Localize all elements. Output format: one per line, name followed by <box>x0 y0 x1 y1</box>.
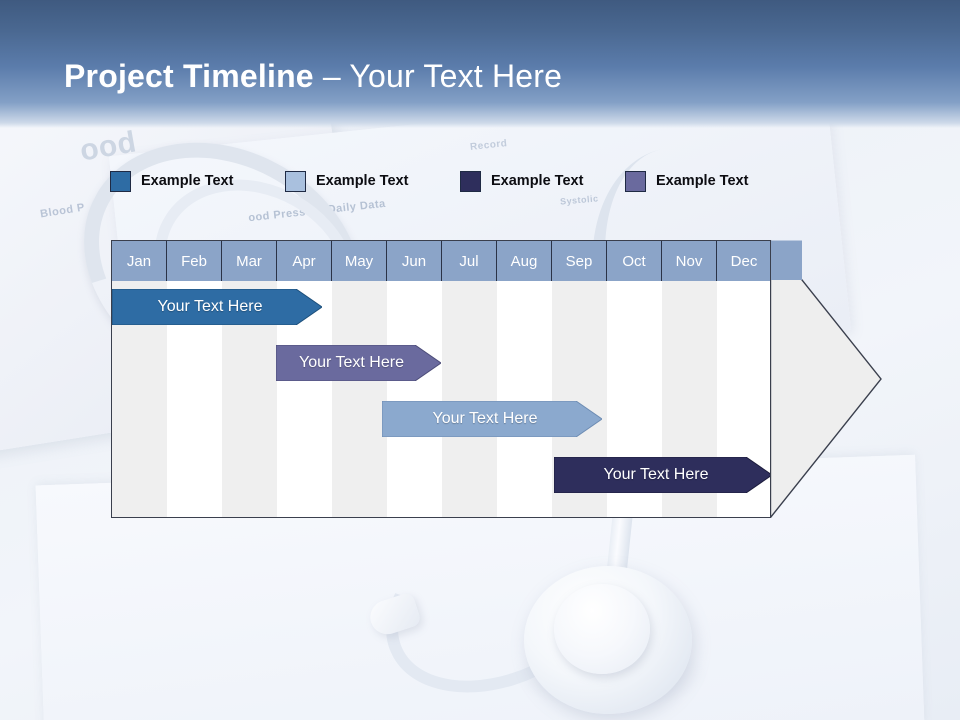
legend-item-2: Example Text <box>285 168 408 194</box>
legend-swatch-icon <box>110 170 131 192</box>
timeline-column-feb <box>167 241 222 517</box>
page-title-light: Your Text Here <box>349 58 563 94</box>
task-bar-arrow-shape <box>554 457 770 493</box>
legend: Example Text Example Text Example Text Exam… <box>110 168 830 194</box>
task-bar-label: Your Text Here <box>299 354 404 371</box>
month-header-sep[interactable]: Sep <box>552 241 607 281</box>
legend-label: Example Text <box>141 173 234 189</box>
legend-swatch-icon <box>625 170 646 192</box>
timeline-task-bar-4[interactable]: Your Text Here <box>554 457 770 493</box>
legend-item-1: Example Text <box>110 168 233 194</box>
task-bar-label: Your Text Here <box>603 466 709 483</box>
legend-swatch-icon <box>285 170 306 192</box>
timeline-task-bar-3[interactable]: Your Text Here <box>382 401 602 437</box>
month-header-jan[interactable]: Jan <box>112 241 167 281</box>
timeline-task-bar-1[interactable]: Your Text Here <box>112 289 322 325</box>
task-bar-arrow-shape <box>276 345 441 381</box>
task-bar-label: Your Text Here <box>157 298 263 315</box>
month-header-mar[interactable]: Mar <box>222 241 277 281</box>
month-header-jul[interactable]: Jul <box>442 241 497 281</box>
timeline-column-jan <box>112 241 167 517</box>
month-header-oct[interactable]: Oct <box>607 241 662 281</box>
legend-item-3: Example Text <box>460 168 583 194</box>
month-header-dec[interactable]: Dec <box>717 241 770 281</box>
timeline-task-bar-2[interactable]: Your Text Here <box>276 345 441 381</box>
month-header-apr[interactable]: Apr <box>277 241 332 281</box>
task-bar-arrow-shape <box>112 289 322 325</box>
month-header-aug[interactable]: Aug <box>497 241 552 281</box>
page-title-separator: – <box>313 58 350 94</box>
legend-swatch-icon <box>460 170 481 192</box>
stethoscope-diaphragm-icon <box>554 584 650 674</box>
legend-label: Example Text <box>656 173 749 189</box>
page-title-bold: Project Timeline <box>64 58 314 94</box>
month-header-nov[interactable]: Nov <box>662 241 717 281</box>
month-header-feb[interactable]: Feb <box>167 241 222 281</box>
task-bar-label: Your Text Here <box>432 410 538 427</box>
task-bar-arrow-shape <box>382 401 602 437</box>
month-header-jun[interactable]: Jun <box>387 241 442 281</box>
header-band <box>0 0 960 128</box>
timeline-column-aug <box>497 241 552 517</box>
month-header-may[interactable]: May <box>332 241 387 281</box>
page-title: Project Timeline – Your Text Here <box>64 58 562 95</box>
legend-item-4: Example Text <box>625 168 748 194</box>
timeline-column-mar <box>222 241 277 517</box>
timeline-column-jul <box>442 241 497 517</box>
timeline-arrowhead <box>770 240 882 518</box>
legend-label: Example Text <box>316 173 409 189</box>
legend-label: Example Text <box>491 173 584 189</box>
